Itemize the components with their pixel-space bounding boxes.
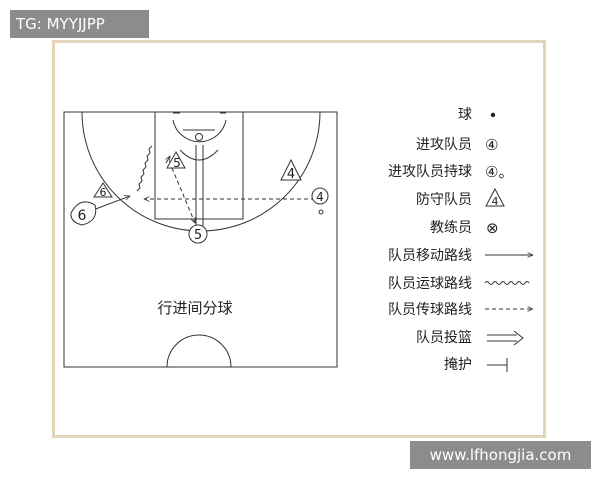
legend-label-pass: 队员传球路线 xyxy=(388,302,472,318)
player-6-circle: 6 xyxy=(70,201,97,226)
center-circle-arc xyxy=(166,334,232,368)
svg-text:4: 4 xyxy=(492,195,499,208)
player-4-defender: 4 xyxy=(280,158,302,182)
svg-text:5: 5 xyxy=(194,228,202,243)
legend: 球 进攻队员 ④ 进攻队员持球 ④。 防守队员 4 教练员 ⊗ 队员移动路线 队… xyxy=(388,107,533,373)
circled-number-with-ball-icon: ④。 xyxy=(485,163,513,181)
player-4-circle: 4 xyxy=(311,187,329,215)
svg-text:4: 4 xyxy=(287,167,295,182)
restricted-arc xyxy=(172,119,227,143)
site-footer: www.lfhongjia.com xyxy=(410,441,591,469)
svg-text:6: 6 xyxy=(100,186,107,199)
circled-x-icon: ⊗ xyxy=(486,219,499,237)
player-move-line xyxy=(92,196,130,211)
player-5-circle: 5 xyxy=(188,224,208,244)
svg-text:6: 6 xyxy=(78,208,87,224)
legend-label-dribble: 队员运球路线 xyxy=(388,276,472,292)
basket-rim xyxy=(195,133,203,141)
cut-line xyxy=(195,145,204,226)
wavy-arrow-icon xyxy=(484,281,530,285)
diagram-caption: 行进间分球 xyxy=(157,299,232,317)
watermark-tag: TG: MYYJJPP xyxy=(10,10,149,38)
legend-label-offense: 进攻队员 xyxy=(416,137,472,153)
svg-text:4: 4 xyxy=(316,190,324,204)
play-lines xyxy=(92,145,315,226)
paint-curve xyxy=(179,149,219,161)
legend-label-defense: 防守队员 xyxy=(416,192,472,208)
triangle-number-icon: 4 xyxy=(485,187,505,208)
double-arrow-icon xyxy=(487,330,524,346)
dribble-line xyxy=(136,145,153,192)
circled-number-icon: ④ xyxy=(485,136,498,154)
screen-t-icon xyxy=(487,358,508,372)
svg-text:5: 5 xyxy=(173,156,181,170)
diagram-frame xyxy=(52,40,546,438)
legend-label-coach: 教练员 xyxy=(430,220,472,236)
legend-label-offense-ball: 进攻队员持球 xyxy=(388,164,472,180)
ball-icon xyxy=(318,209,324,215)
player-5-defender: 5 xyxy=(166,150,186,170)
legend-label-move: 队员移动路线 xyxy=(388,248,472,264)
legend-label-screen: 掩护 xyxy=(444,357,472,373)
free-throw-lane xyxy=(154,111,244,220)
player-6-defender: 6 xyxy=(93,182,113,199)
ball-dot-icon xyxy=(490,112,496,118)
legend-label-shot: 队员投篮 xyxy=(416,330,472,346)
legend-label-ball: 球 xyxy=(458,107,472,123)
